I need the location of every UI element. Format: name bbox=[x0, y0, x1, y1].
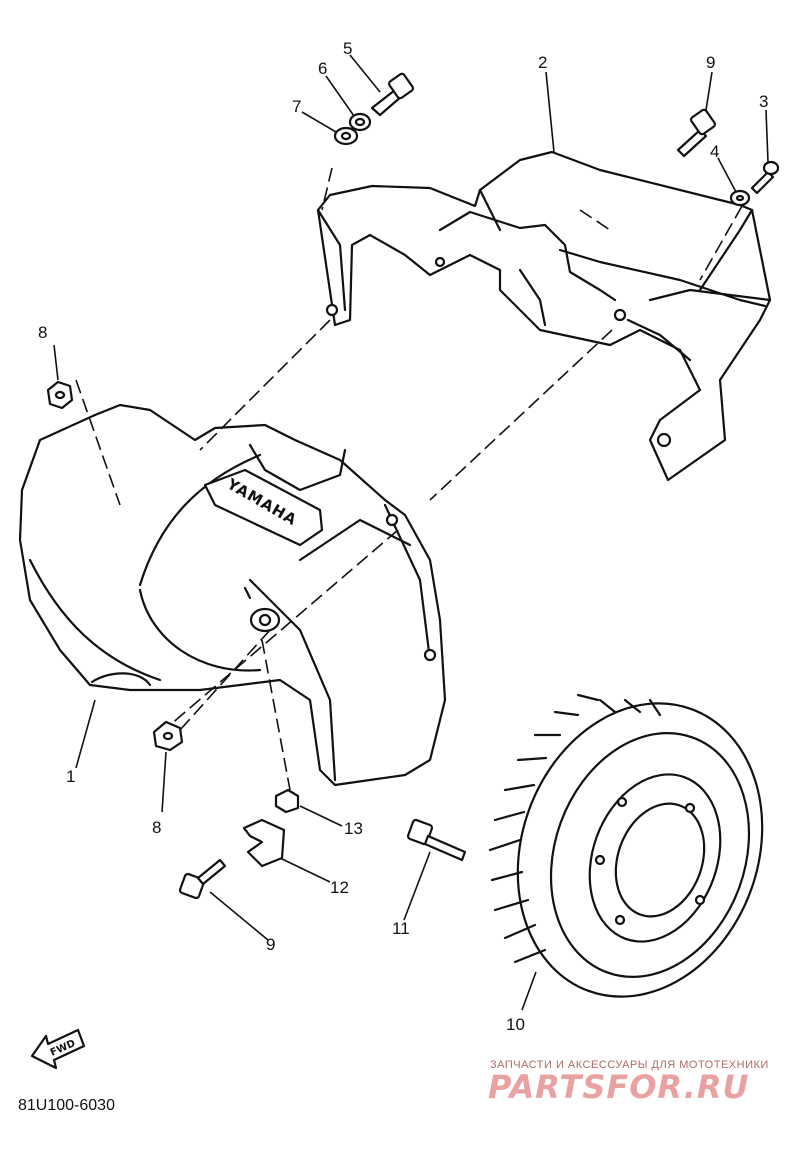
flywheel-fins bbox=[488, 693, 662, 964]
callout-9-upper: 9 bbox=[706, 53, 715, 72]
part-7-washer bbox=[333, 126, 359, 146]
flywheel-bolt-holes bbox=[594, 796, 706, 926]
part-13-grommet bbox=[274, 788, 300, 814]
part-8-nut-lower bbox=[152, 720, 184, 752]
watermark-brand: PARTSFOR.RU bbox=[488, 1068, 749, 1106]
callout-3: 3 bbox=[759, 92, 768, 111]
callout-6: 6 bbox=[318, 59, 327, 78]
part-10-flywheel-fan bbox=[488, 693, 764, 998]
watermark: ЗАПЧАСТИ И АКСЕССУАРЫ ДЛЯ МОТОТЕХНИКИ PA… bbox=[488, 1059, 769, 1106]
callout-7: 7 bbox=[292, 97, 301, 116]
callout-1: 1 bbox=[66, 767, 75, 786]
callout-9-lower: 9 bbox=[266, 935, 275, 954]
callout-leaders bbox=[53, 54, 769, 1011]
forward-direction-arrow: FWD bbox=[30, 1028, 86, 1070]
part-12-clamp bbox=[242, 818, 286, 868]
part-4-washer bbox=[729, 189, 751, 207]
callout-8-upper: 8 bbox=[38, 323, 47, 342]
diagram-code: 81U100-6030 bbox=[18, 1097, 115, 1114]
part-9-bolt-upper bbox=[676, 108, 717, 158]
part-9-bolt-lower bbox=[178, 858, 227, 900]
callout-10: 10 bbox=[506, 1015, 525, 1034]
callout-12: 12 bbox=[330, 878, 349, 897]
callout-labels: 1 2 3 4 5 6 7 8 8 9 9 10 11 12 13 bbox=[38, 39, 768, 1034]
callout-4: 4 bbox=[710, 142, 719, 161]
part-2-upper-shroud bbox=[316, 150, 772, 482]
callout-2: 2 bbox=[538, 53, 547, 72]
part-3-screw bbox=[750, 160, 780, 195]
callout-8-lower: 8 bbox=[152, 818, 161, 837]
part-6-washer bbox=[348, 112, 372, 132]
watermark-caption: ЗАПЧАСТИ И АКСЕССУАРЫ ДЛЯ МОТОТЕХНИКИ bbox=[490, 1059, 769, 1071]
part-5-bolt bbox=[370, 72, 415, 117]
callout-5: 5 bbox=[343, 39, 352, 58]
callout-11: 11 bbox=[392, 919, 410, 938]
assembly-lines bbox=[75, 167, 743, 791]
part-8-nut-upper bbox=[46, 380, 74, 410]
callout-13: 13 bbox=[344, 819, 363, 838]
part-11-bolt bbox=[406, 818, 467, 862]
part-1-main-cover: YAMAHA bbox=[18, 403, 447, 787]
